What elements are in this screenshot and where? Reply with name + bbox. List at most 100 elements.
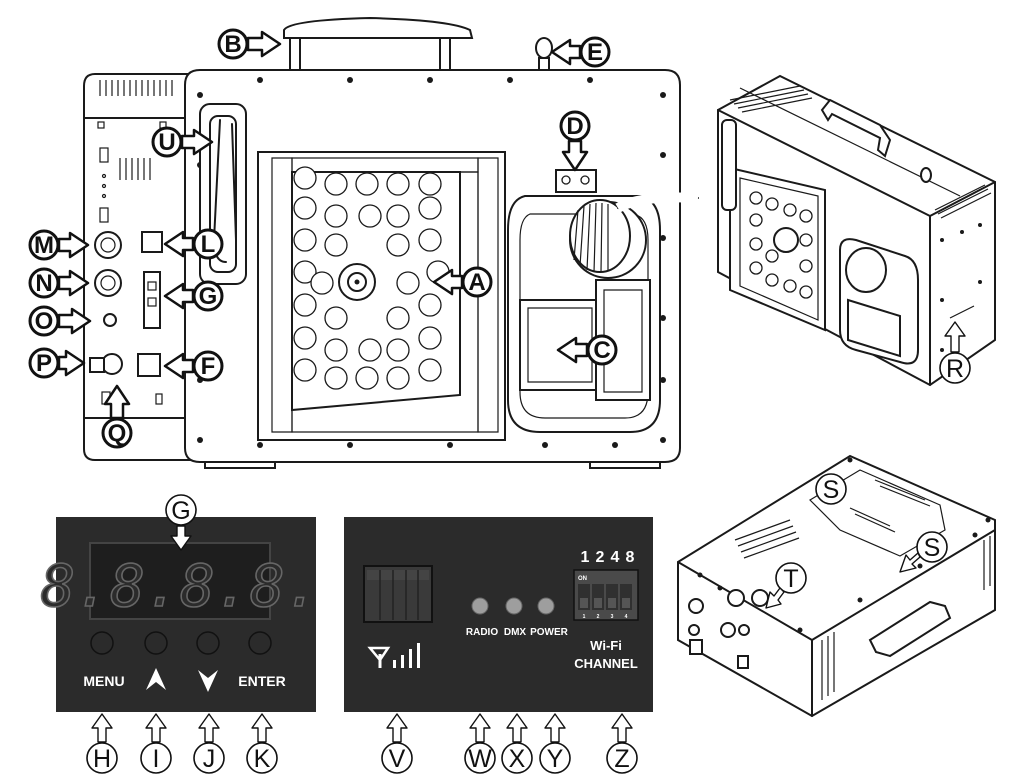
- callout-u: U: [151, 126, 183, 158]
- callout-y: Y: [539, 742, 571, 774]
- callout-n: N: [28, 267, 60, 299]
- callout-l: L: [192, 228, 224, 260]
- arrow-u: [180, 128, 214, 156]
- svg-text:J: J: [203, 745, 216, 773]
- svg-text:V: V: [389, 745, 406, 773]
- bottom-vents: [734, 479, 931, 559]
- svg-text:F: F: [201, 353, 216, 380]
- callout-o: O: [28, 305, 60, 337]
- callout-g-panel: G: [165, 494, 197, 526]
- svg-text:O: O: [35, 308, 54, 335]
- dip-switch[interactable]: ON 1 2 3 4: [573, 569, 639, 621]
- arrow-s: [899, 552, 921, 573]
- callout-z: Z: [606, 742, 638, 774]
- fluid-tank: [507, 169, 699, 433]
- callout-p: P: [28, 347, 60, 379]
- arrow-c: [556, 336, 589, 364]
- arrow-e: [550, 38, 582, 66]
- svg-text:S: S: [924, 534, 941, 562]
- dmx-led: [505, 597, 523, 615]
- side-vent-bottom: [821, 536, 991, 700]
- svg-text:C: C: [593, 337, 610, 364]
- callout-j: J: [193, 742, 225, 774]
- iso-led-array: [749, 191, 813, 299]
- arrow-q: [103, 384, 131, 420]
- enter-button[interactable]: [248, 631, 272, 655]
- arrow-h: [91, 713, 113, 743]
- dip-switch-number: 2: [597, 614, 600, 620]
- arrow-f: [163, 352, 195, 380]
- svg-text:L: L: [201, 231, 216, 258]
- arrow-d: [561, 139, 589, 172]
- callout-x: X: [501, 742, 533, 774]
- svg-text:P: P: [36, 350, 52, 377]
- down-button[interactable]: [196, 631, 220, 655]
- arrow-r: [944, 321, 966, 353]
- radio-label: RADIO: [466, 627, 498, 638]
- svg-text:G: G: [199, 283, 218, 310]
- power-led: [537, 597, 555, 615]
- fog-output-window: [257, 151, 506, 441]
- arrow-i: [145, 713, 167, 743]
- svg-text:U: U: [158, 129, 175, 156]
- svg-text:H: H: [93, 745, 111, 773]
- dip-number-4: 4: [611, 549, 620, 566]
- machine-iso-bottom-view: [677, 454, 996, 718]
- callout-t: T: [775, 562, 807, 594]
- eye-bolt: [535, 37, 553, 71]
- wireless-panel: RADIO DMX POWER 1 2 4 8 ON 1 2 3 4 Wi-Fi…: [344, 517, 653, 712]
- dip-on-label: ON: [578, 576, 587, 582]
- svg-text:M: M: [34, 232, 54, 259]
- arrow-g-panel: [170, 525, 192, 551]
- up-arrow-icon: [146, 668, 166, 690]
- wifi-label: Wi-Fi: [590, 638, 622, 653]
- dmx-label: DMX: [504, 627, 527, 638]
- machine-front-view: [83, 16, 699, 469]
- arrow-l: [163, 230, 195, 258]
- callout-s-2: S: [916, 531, 948, 563]
- callout-d: D: [559, 110, 591, 142]
- carry-handle: [283, 16, 474, 71]
- arrow-y: [544, 713, 566, 743]
- callout-f: F: [192, 350, 224, 382]
- svg-text:Z: Z: [614, 745, 629, 773]
- channel-label: CHANNEL: [574, 656, 638, 671]
- up-button[interactable]: [144, 631, 168, 655]
- arrow-j: [198, 713, 220, 743]
- svg-text:Y: Y: [547, 745, 564, 773]
- dip-number-1: 1: [581, 549, 590, 566]
- callout-i: I: [140, 742, 172, 774]
- svg-text:D: D: [566, 113, 583, 140]
- svg-text:T: T: [783, 565, 798, 593]
- arrow-k: [251, 713, 273, 743]
- svg-text:N: N: [35, 270, 52, 297]
- iso-vent-top: [729, 85, 992, 219]
- dip-switch-number: 1: [583, 614, 586, 620]
- dip-switch-number: 3: [611, 614, 614, 620]
- svg-text:I: I: [153, 745, 160, 773]
- power-label: POWER: [530, 627, 569, 638]
- enter-label: ENTER: [238, 673, 285, 689]
- arrow-g: [163, 282, 195, 310]
- arrow-m: [57, 231, 90, 259]
- svg-text:R: R: [946, 355, 964, 383]
- callout-v: V: [381, 742, 413, 774]
- callout-k: K: [246, 742, 278, 774]
- arrow-n: [57, 269, 90, 297]
- arrow-w: [469, 713, 491, 743]
- svg-text:B: B: [224, 31, 241, 58]
- callout-e: E: [579, 36, 611, 68]
- callout-m: M: [28, 229, 60, 261]
- dip-number-2: 2: [596, 549, 605, 566]
- svg-text:Q: Q: [108, 420, 127, 447]
- antenna-signal-icon: [367, 643, 420, 668]
- svg-text:S: S: [823, 476, 840, 504]
- control-panel: 8.8.8.8. MENU ENTER: [40, 517, 320, 712]
- menu-button[interactable]: [90, 631, 114, 655]
- callout-h: H: [86, 742, 118, 774]
- body-screws: [197, 77, 666, 448]
- callout-c: C: [586, 334, 618, 366]
- machine-iso-front-view: [717, 74, 996, 387]
- small-vent: [119, 158, 151, 180]
- svg-text:K: K: [254, 745, 271, 773]
